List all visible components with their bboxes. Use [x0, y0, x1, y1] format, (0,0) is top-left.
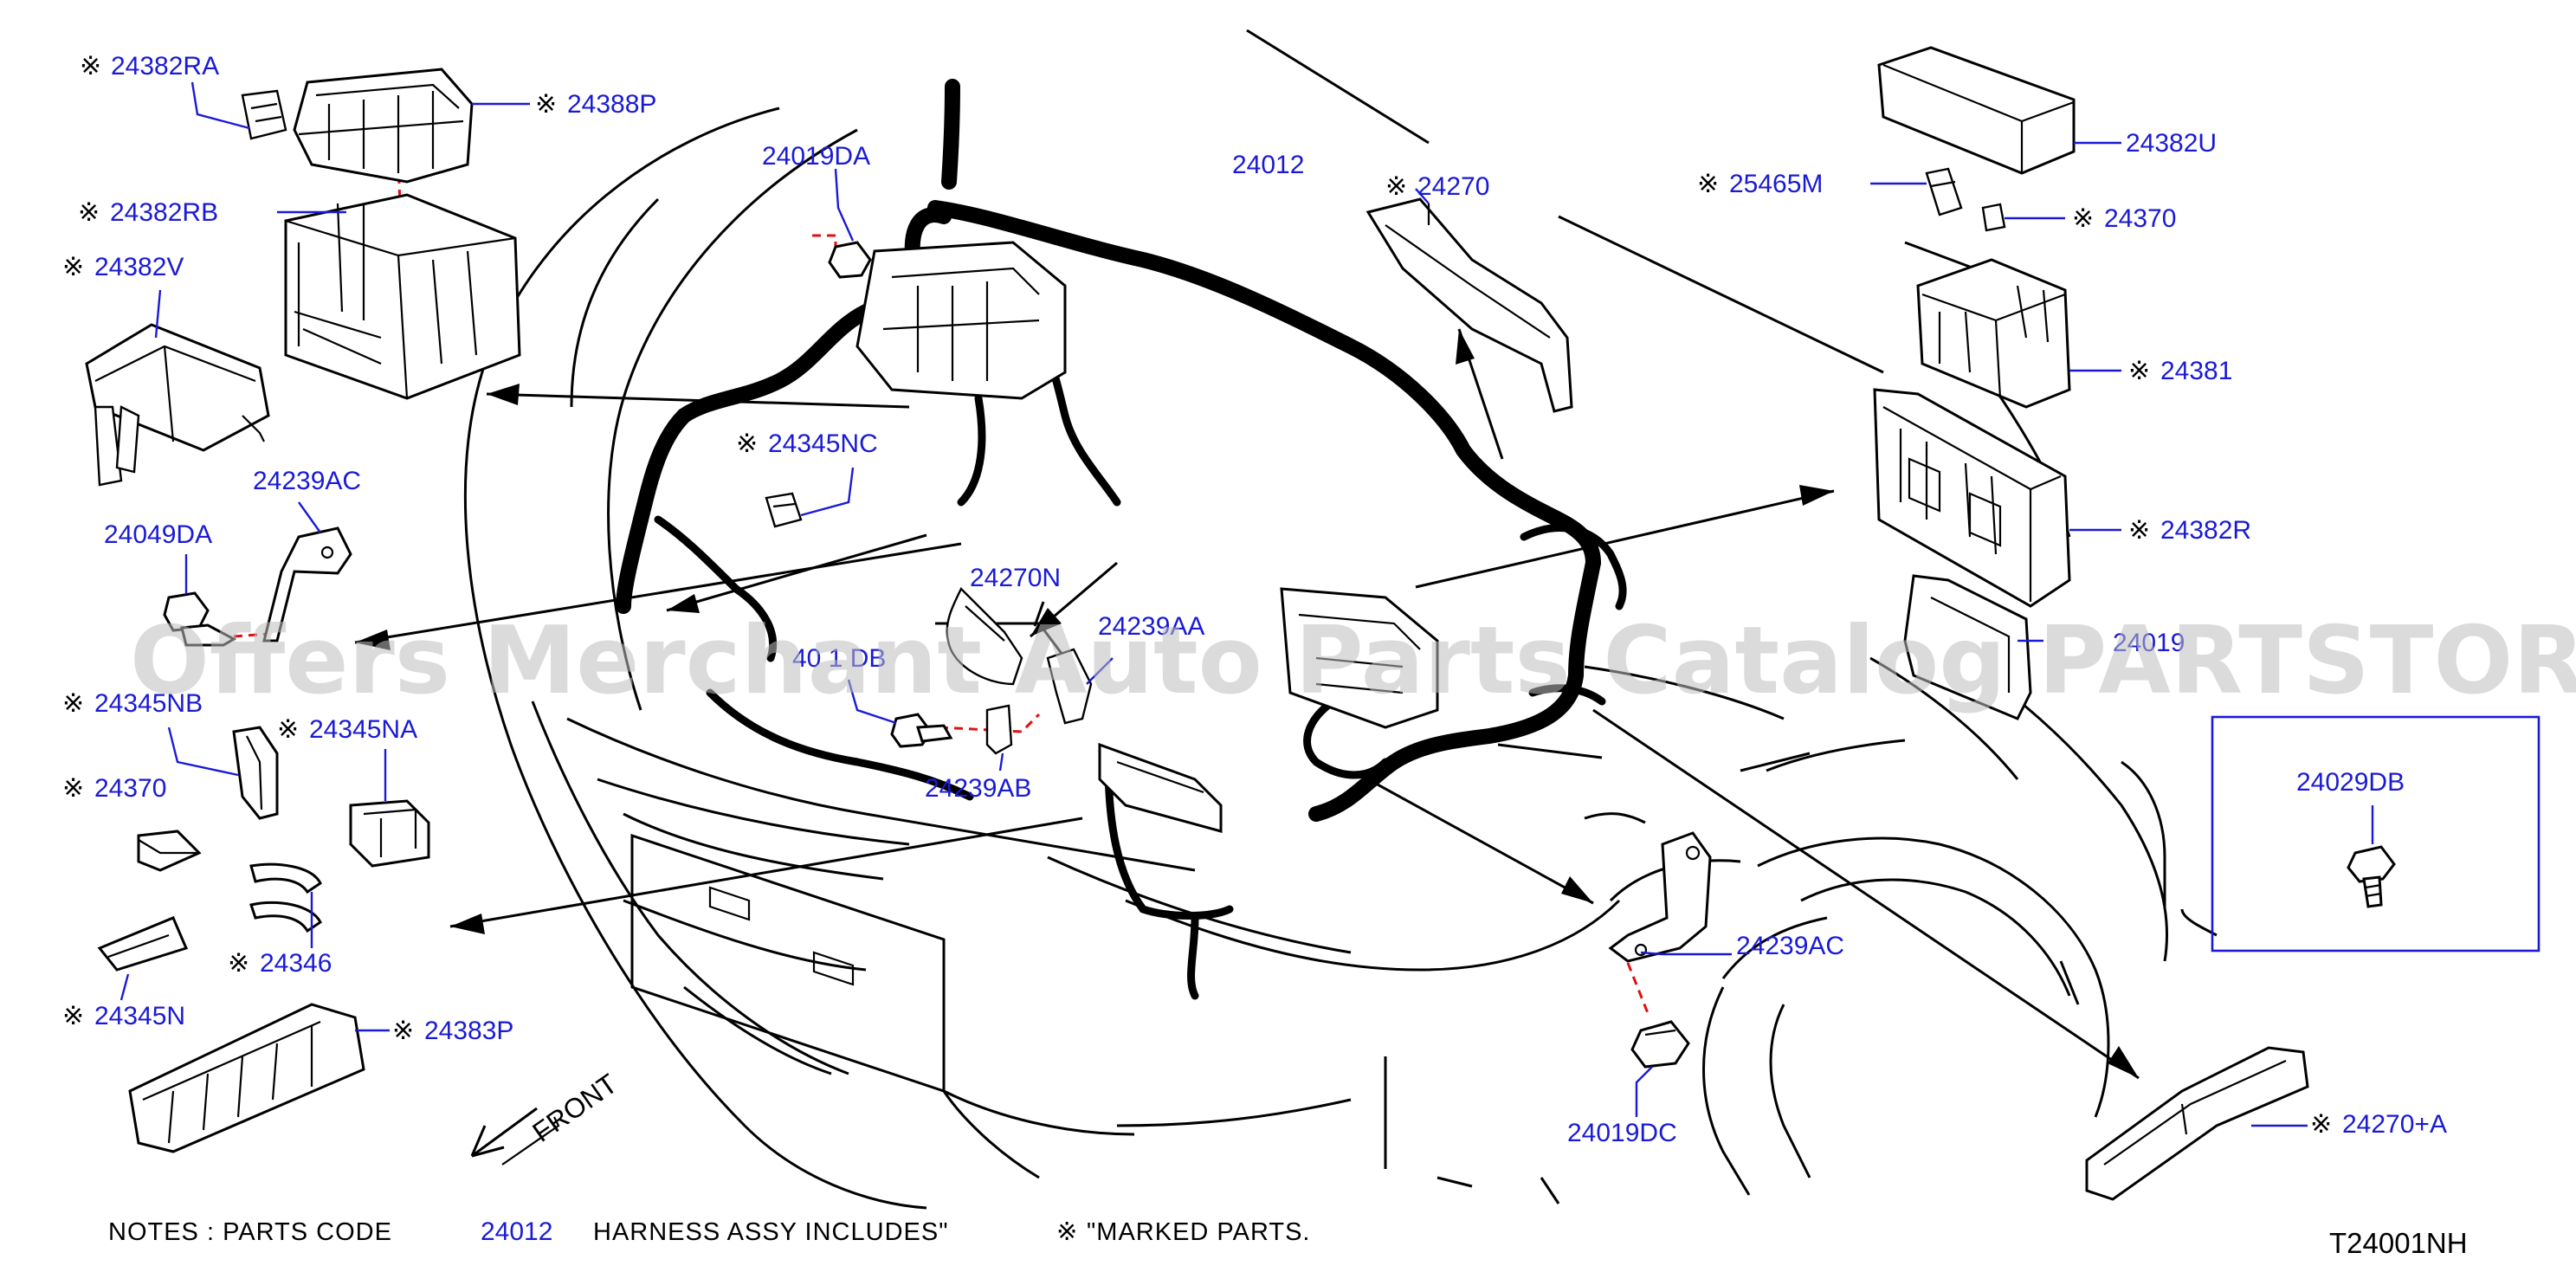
front-arrow	[470, 1107, 560, 1166]
marker-24345NB: ※	[62, 689, 84, 718]
front-label: FRONT	[526, 1068, 623, 1148]
label-24382RA: 24382RA	[111, 52, 219, 81]
label-24370-left: 24370	[94, 774, 166, 803]
label-24346: 24346	[260, 949, 332, 978]
part-24345NA	[349, 749, 430, 868]
part-24345NB	[167, 726, 279, 820]
label-24239AA: 24239AA	[1098, 612, 1204, 641]
part-24388P	[293, 68, 530, 184]
marker-24345NC: ※	[736, 429, 758, 458]
notes-suffix: "MARKED PARTS.	[1087, 1218, 1311, 1246]
label-24388P: 24388P	[567, 90, 656, 119]
main-harness-24012	[616, 79, 1627, 1000]
part-24239AC-left	[262, 501, 352, 642]
label-24381: 24381	[2160, 357, 2232, 385]
label-24382RB: 24382RB	[110, 198, 218, 227]
part-24382RB-box	[277, 193, 521, 400]
label-24049DA: 24049DA	[104, 520, 212, 549]
front-grille	[630, 833, 1040, 1179]
part-24019DB-center	[847, 679, 953, 748]
marker-24345NA: ※	[277, 715, 299, 744]
watermark-text: Offers Merchant Auto Parts Catalog PARTS…	[130, 607, 2576, 715]
module-block	[1280, 587, 1439, 729]
label-24019DA: 24019DA	[762, 142, 870, 171]
marker-24383P: ※	[392, 1017, 414, 1045]
label-24012: 24012	[1232, 151, 1304, 179]
junction-block	[855, 241, 1067, 400]
harness-connector-lower	[1098, 742, 1223, 833]
part-24239AA	[1046, 648, 1114, 725]
part-24239AC-right	[1608, 831, 1732, 963]
label-24019-partial: 24019	[2113, 629, 2185, 657]
label-24382V: 24382V	[94, 253, 184, 281]
label-24239AC-right: 24239AC	[1736, 932, 1844, 960]
notes-part-code: 24012	[481, 1217, 552, 1246]
part-24345N	[97, 916, 189, 1001]
label-25465M: 25465M	[1729, 170, 1823, 198]
label-24239AC-left: 24239AC	[253, 467, 361, 495]
part-24270	[1365, 188, 1573, 413]
marker-24382RA: ※	[80, 52, 101, 81]
marker-24270A: ※	[2310, 1110, 2332, 1139]
marker-24382V: ※	[62, 253, 84, 281]
part-24019DC	[1630, 1020, 1690, 1117]
marker-24381: ※	[2128, 357, 2150, 385]
part-labels: ※ 24382RA ※ 24388P 24019DA 24012 ※ 24270…	[62, 52, 2447, 1147]
label-24345NC: 24345NC	[768, 429, 878, 458]
notes-prefix: NOTES : PARTS CODE	[108, 1218, 392, 1246]
label-24345NA: 24345NA	[309, 715, 417, 744]
part-24382U	[1877, 46, 2121, 175]
part-24381	[1916, 258, 2121, 409]
part-24049DA	[163, 554, 237, 647]
part-24382V	[85, 289, 270, 487]
marker-24346: ※	[228, 949, 249, 978]
label-24019DC: 24019DC	[1567, 1119, 1677, 1147]
label-24270A: 24270+A	[2342, 1110, 2447, 1139]
marker-24382R: ※	[2128, 516, 2150, 545]
label-24029DB: 24029DB	[2296, 768, 2405, 797]
marker-24345N: ※	[62, 1002, 84, 1030]
detail-box-24029DB	[2211, 715, 2540, 952]
marker-24370-top: ※	[2072, 204, 2094, 233]
label-24382R: 24382R	[2160, 516, 2251, 545]
marker-24382RB: ※	[78, 198, 100, 227]
part-24370-top	[1981, 203, 2065, 232]
label-24239AB: 24239AB	[925, 774, 1031, 803]
marker-24388P: ※	[535, 90, 557, 119]
label-24345N: 24345N	[94, 1002, 185, 1030]
part-24370-left	[137, 830, 202, 872]
label-24019DB-center: 40 1 DB	[792, 644, 886, 673]
part-24345NC	[765, 467, 855, 528]
diagram-code: T24001NH	[2329, 1227, 2468, 1259]
part-24239AB	[985, 704, 1013, 772]
label-24383P: 24383P	[424, 1017, 513, 1045]
label-24270: 24270	[1417, 172, 1489, 201]
notes-marker: ※	[1056, 1218, 1077, 1246]
label-24345NB: 24345NB	[94, 689, 203, 718]
label-24270N: 24270N	[970, 564, 1061, 592]
notes-line: NOTES : PARTS CODE 24012 HARNESS ASSY IN…	[108, 1217, 1311, 1246]
part-24239-right	[1903, 574, 2043, 720]
part-24382R	[1873, 388, 2121, 608]
label-24382U: 24382U	[2126, 129, 2217, 158]
label-24370-top: 24370	[2104, 204, 2176, 233]
marker-24370-left: ※	[62, 774, 84, 803]
notes-middle: HARNESS ASSY INCLUDES"	[593, 1218, 949, 1246]
part-24382RA	[190, 81, 287, 140]
leader-arrows	[354, 328, 2140, 1080]
part-24346	[249, 862, 322, 948]
marker-24270: ※	[1385, 172, 1407, 201]
bracket-24270N-part	[946, 586, 1023, 686]
part-24383P	[128, 1003, 390, 1153]
marker-25465M: ※	[1697, 170, 1719, 198]
part-24270A	[2085, 1046, 2309, 1201]
part-25465M	[1870, 167, 1963, 216]
part-24029DB	[2347, 805, 2396, 908]
part-24019DA	[828, 168, 872, 279]
